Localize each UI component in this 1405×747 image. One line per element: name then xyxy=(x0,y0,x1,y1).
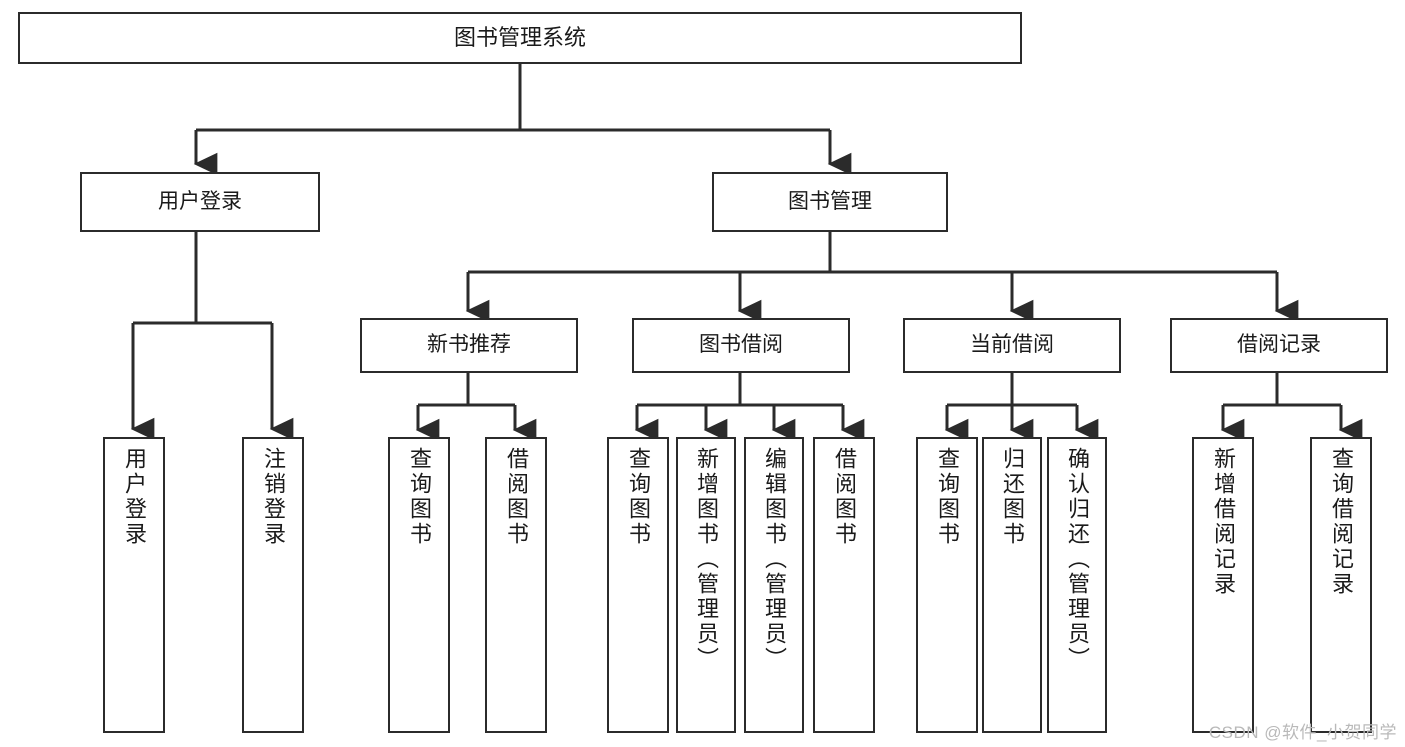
node-book-manage[interactable]: 图书管理 xyxy=(712,172,948,232)
node-label: 归还图书 xyxy=(1000,447,1025,547)
node-label: 图书管理系统 xyxy=(453,25,586,51)
leaf-user-login[interactable]: 用户登录 xyxy=(103,437,165,733)
node-label: 图书管理 xyxy=(788,189,872,213)
node-label: 查询借阅记录 xyxy=(1329,447,1354,597)
leaf-edit-book[interactable]: 编辑图书（管理员） xyxy=(744,437,804,733)
leaf-query-book-3[interactable]: 查询图书 xyxy=(916,437,978,733)
leaf-logout-login[interactable]: 注销登录 xyxy=(242,437,304,733)
leaf-query-book-2[interactable]: 查询图书 xyxy=(607,437,669,733)
node-book-borrow[interactable]: 图书借阅 xyxy=(632,318,850,373)
node-label: 新增借阅记录 xyxy=(1211,447,1236,597)
node-label: 借阅图书 xyxy=(504,447,529,547)
node-label: 借阅图书 xyxy=(832,447,857,547)
node-label: 注销登录 xyxy=(261,447,286,547)
node-label: 查询图书 xyxy=(407,447,432,547)
node-label: 确认归还（管理员） xyxy=(1065,447,1090,672)
node-label: 当前借阅 xyxy=(970,333,1054,357)
node-label: 图书借阅 xyxy=(699,333,783,357)
node-current-borrow[interactable]: 当前借阅 xyxy=(903,318,1121,373)
node-label: 新增图书（管理员） xyxy=(694,447,719,672)
node-new-book-recommend[interactable]: 新书推荐 xyxy=(360,318,578,373)
node-label: 用户登录 xyxy=(158,189,242,213)
node-borrow-record[interactable]: 借阅记录 xyxy=(1170,318,1388,373)
leaf-query-book-1[interactable]: 查询图书 xyxy=(388,437,450,733)
node-user-login[interactable]: 用户登录 xyxy=(80,172,320,232)
leaf-add-book[interactable]: 新增图书（管理员） xyxy=(676,437,736,733)
leaf-borrow-book-1[interactable]: 借阅图书 xyxy=(485,437,547,733)
node-label: 查询图书 xyxy=(626,447,651,547)
leaf-return-book[interactable]: 归还图书 xyxy=(982,437,1042,733)
leaf-confirm-return[interactable]: 确认归还（管理员） xyxy=(1047,437,1107,733)
leaf-query-record[interactable]: 查询借阅记录 xyxy=(1310,437,1372,733)
leaf-add-record[interactable]: 新增借阅记录 xyxy=(1192,437,1254,733)
node-label: 编辑图书（管理员） xyxy=(762,447,787,672)
leaf-borrow-book-2[interactable]: 借阅图书 xyxy=(813,437,875,733)
node-label: 新书推荐 xyxy=(427,333,511,357)
node-root-system[interactable]: 图书管理系统 xyxy=(18,12,1022,64)
node-label: 借阅记录 xyxy=(1237,333,1321,357)
node-label: 查询图书 xyxy=(935,447,960,547)
node-label: 用户登录 xyxy=(122,447,147,547)
watermark: CSDN @软件_小贺同学 xyxy=(1208,723,1397,742)
